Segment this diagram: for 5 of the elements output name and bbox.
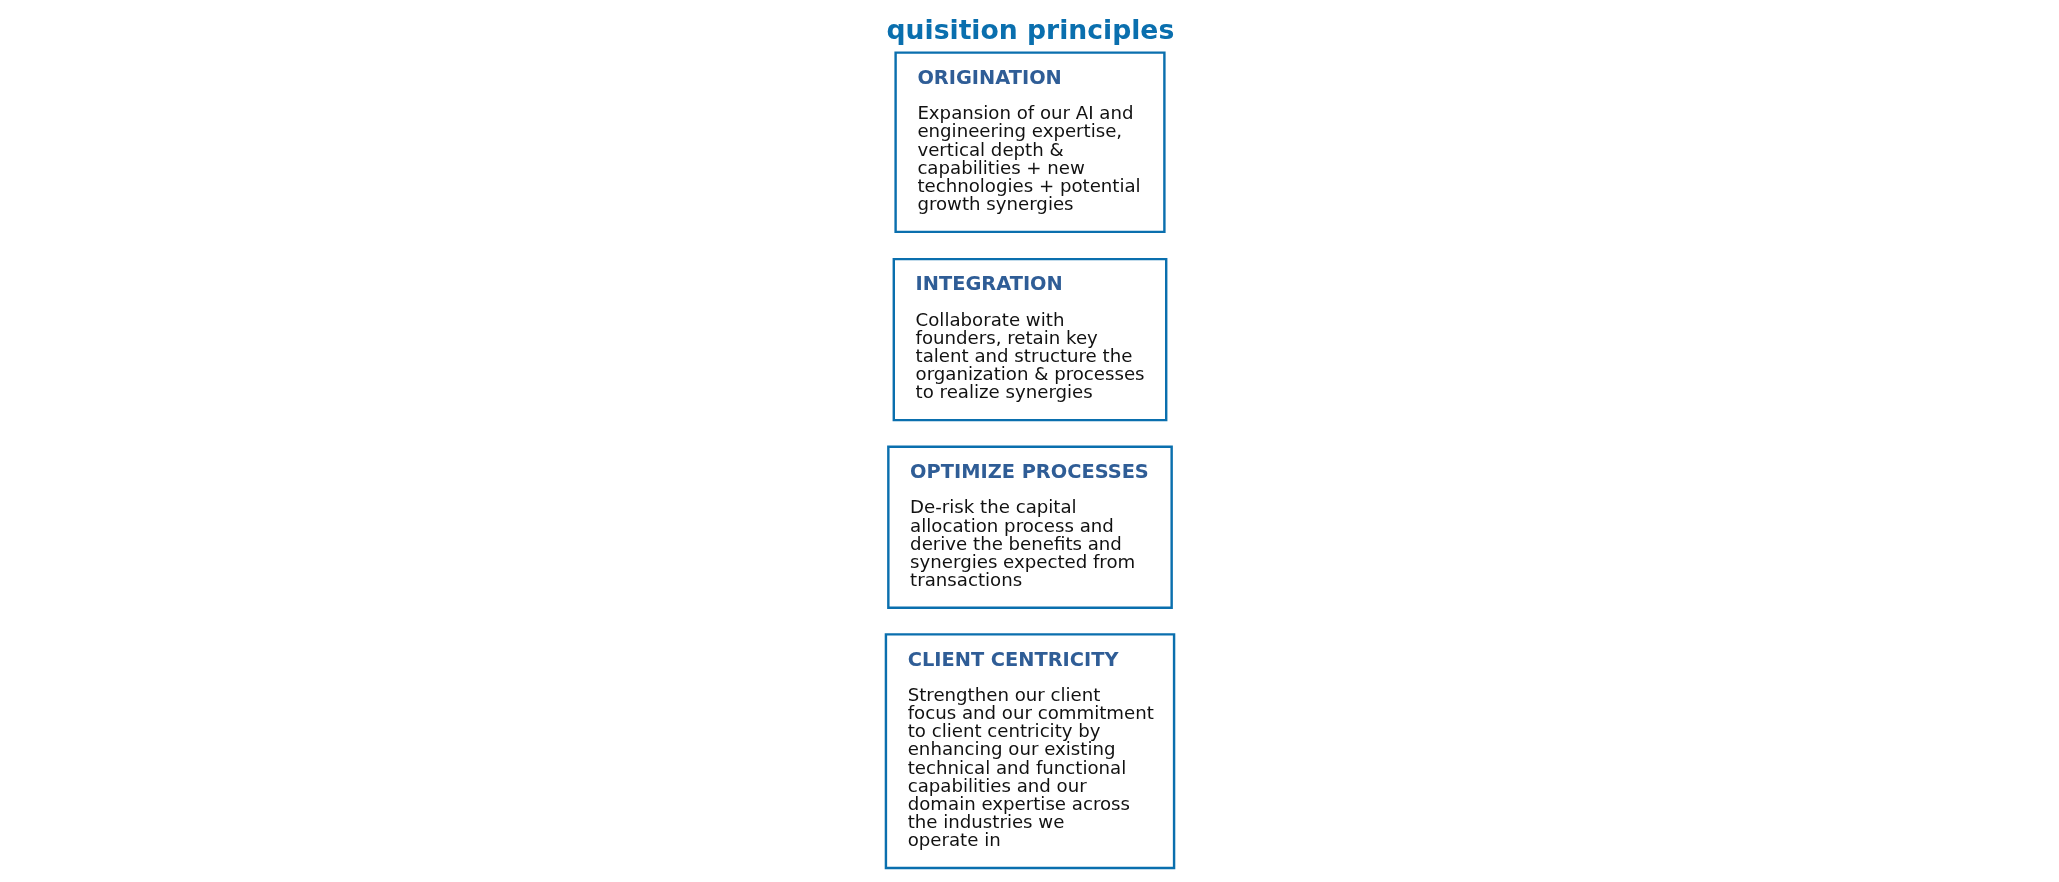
diagram-title: quisition principles [886, 13, 1174, 45]
node-box: INTEGRATION Collaborate with founders, retain key talent and structure the organization & processes to realize synergies [892, 257, 1167, 422]
node-box: ORIGINATION Expansion of our AI and engineering expertise, vertical depth & capabilities + new technologies + potential growth synergies [893, 51, 1166, 234]
node-box: OPTIMIZE PROCESSES De-risk the capital allocation process and derive the benefits and synergies expected from transactions [886, 445, 1173, 609]
node-box: CLIENT CENTRICITY Strengthen our client focus and our commitment to client centricity by enhancing our existing technical and functional capabilities and our domain expertise across the industries we operate in [884, 633, 1175, 870]
